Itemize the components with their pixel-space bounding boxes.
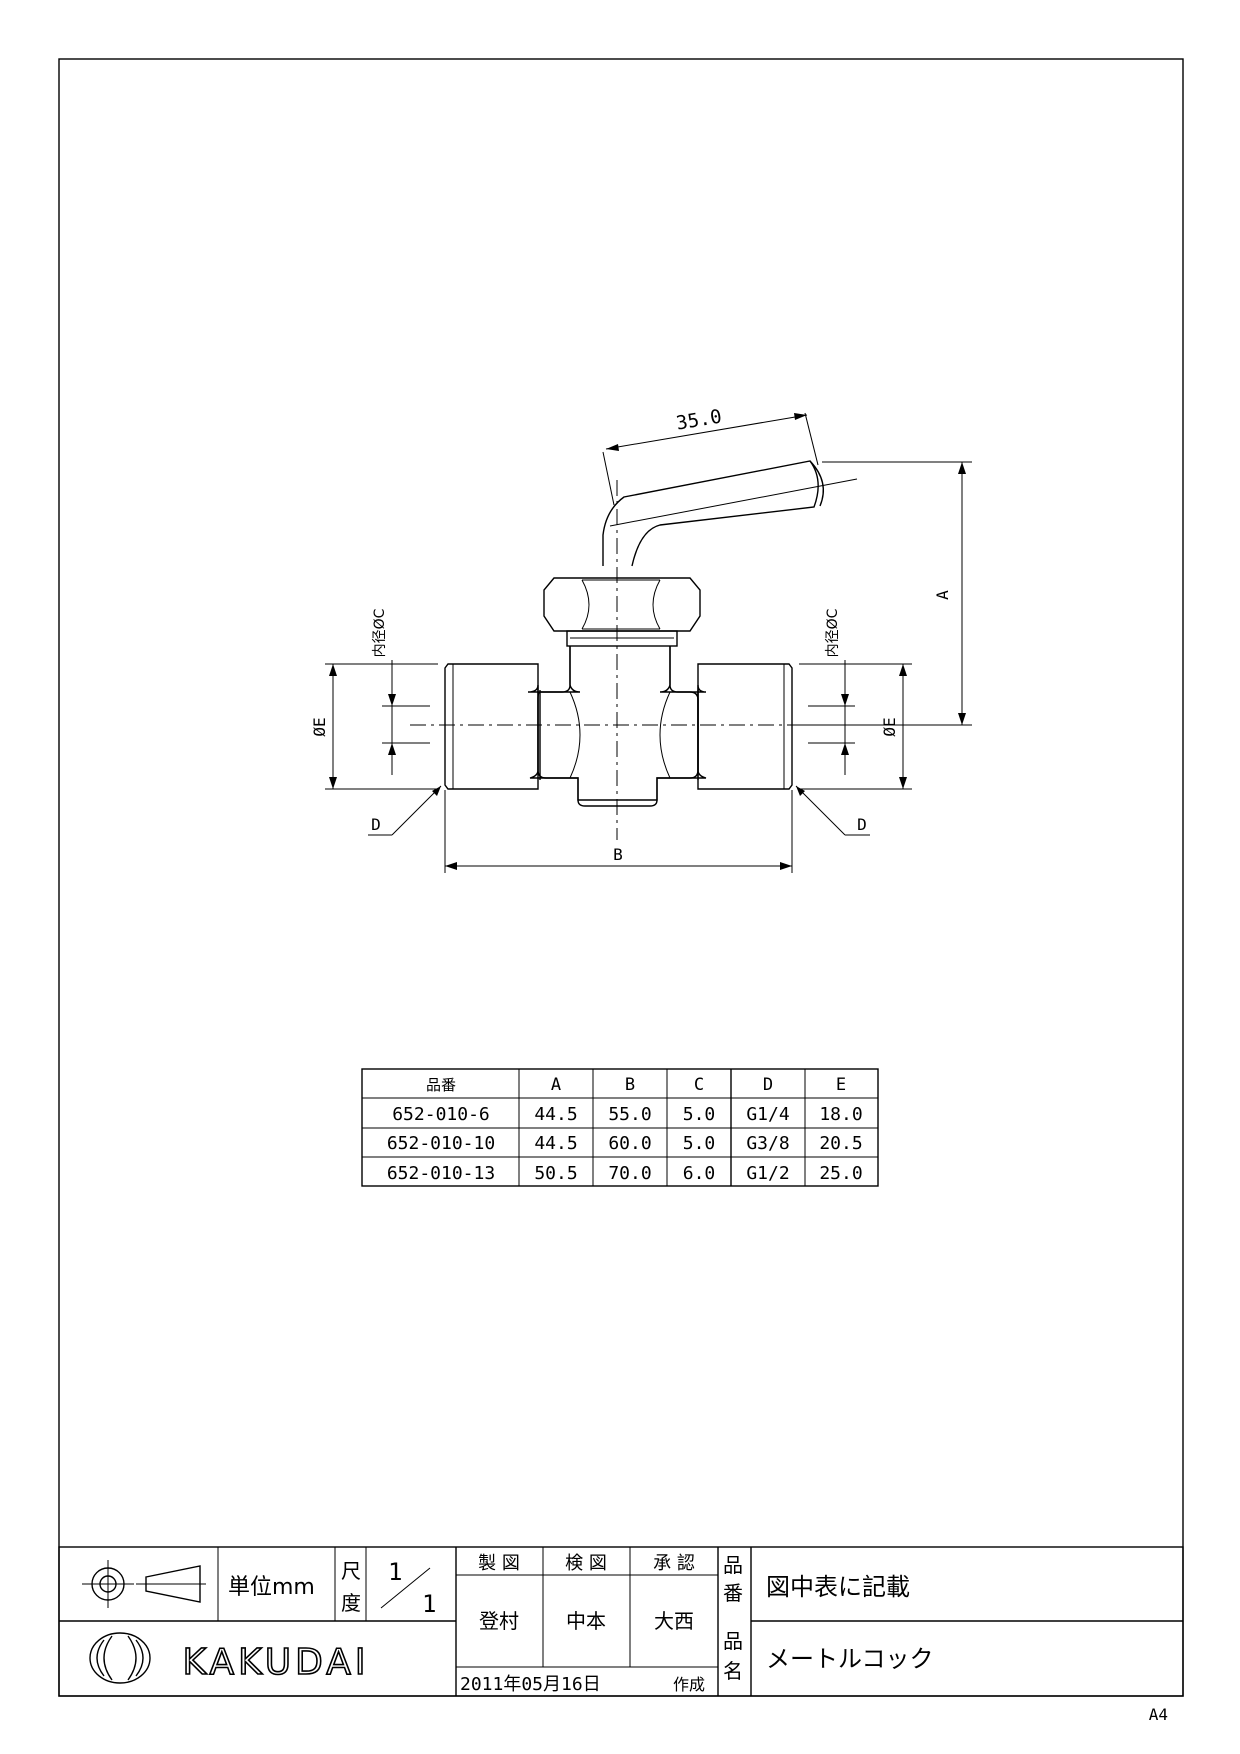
checked-by: 中本 bbox=[566, 1609, 606, 1633]
part-name-label-2: 名 bbox=[723, 1659, 743, 1683]
table-header-cell: C bbox=[694, 1075, 704, 1095]
table-cell: 5.0 bbox=[683, 1104, 716, 1125]
dim-c-left-label: 内径ØC bbox=[372, 608, 388, 657]
right-fitting bbox=[697, 663, 793, 790]
approved-label: 承 認 bbox=[653, 1553, 695, 1574]
handle-lever bbox=[602, 460, 858, 567]
unit-label: 単位mm bbox=[228, 1575, 315, 1600]
dim-c-right-label: 内径ØC bbox=[825, 608, 841, 657]
dim-b: B bbox=[444, 790, 793, 873]
dim-e-right: ØE bbox=[799, 663, 912, 790]
dim-handle-length: 35.0 bbox=[602, 405, 819, 506]
table-cell: 652-010-13 bbox=[387, 1163, 495, 1184]
creation-date: 2011年05月16日 bbox=[460, 1674, 601, 1695]
scale-fraction: 1 1 bbox=[380, 1558, 436, 1618]
table-cell: 44.5 bbox=[534, 1133, 577, 1154]
drawn-label: 製 図 bbox=[478, 1553, 520, 1574]
spec-table: 品番 A B C D E 652-010-6 44.5 55.0 5.0 G1/4 18.0 652-0… bbox=[361, 1068, 879, 1187]
table-cell: 20.5 bbox=[819, 1133, 862, 1154]
checked-label: 検 図 bbox=[565, 1553, 607, 1574]
scale-denominator: 1 bbox=[422, 1590, 436, 1618]
part-no-value: 図中表に記載 bbox=[766, 1573, 910, 1601]
table-cell: 70.0 bbox=[608, 1163, 651, 1184]
left-fitting bbox=[444, 663, 539, 790]
brand-wordmark: KAKUDAI bbox=[183, 1642, 370, 1683]
table-header-cell: D bbox=[763, 1075, 773, 1095]
scale-label-2: 度 bbox=[341, 1591, 361, 1615]
dim-d-left-label: D bbox=[371, 815, 381, 834]
part-name-value: メートルコック bbox=[766, 1645, 934, 1673]
kakudai-logo: KAKUDAI bbox=[89, 1632, 370, 1684]
sheet-border bbox=[58, 58, 1184, 1697]
table-cell: 55.0 bbox=[608, 1104, 651, 1125]
third-angle-projection-icon bbox=[82, 1560, 206, 1608]
dim-d-right: D bbox=[795, 785, 870, 836]
part-no-label-2: 番 bbox=[723, 1581, 743, 1605]
table-cell: 25.0 bbox=[819, 1163, 862, 1184]
table-cell: G1/4 bbox=[746, 1104, 789, 1125]
drawn-by: 登村 bbox=[479, 1609, 519, 1633]
dim-c-right: 内径ØC bbox=[808, 608, 855, 775]
part-name-label-1: 品 bbox=[723, 1629, 743, 1653]
scale-numerator: 1 bbox=[388, 1558, 402, 1586]
approved-by: 大西 bbox=[654, 1609, 694, 1633]
dim-e-right-label: ØE bbox=[880, 717, 899, 736]
valve-drawing: 35.0 A B ØE bbox=[310, 405, 972, 873]
part-no-label-1: 品 bbox=[723, 1553, 743, 1577]
dim-e-left: ØE bbox=[310, 663, 438, 790]
table-header-cell: B bbox=[625, 1075, 635, 1095]
dim-a: A bbox=[790, 461, 972, 726]
dim-c-left: 内径ØC bbox=[372, 608, 430, 775]
created-label: 作成 bbox=[673, 1675, 705, 1694]
table-cell: G3/8 bbox=[746, 1133, 789, 1154]
scale-label-1: 尺 bbox=[341, 1559, 361, 1583]
table-cell: 652-010-10 bbox=[387, 1133, 495, 1154]
table-header-cell: E bbox=[836, 1075, 846, 1095]
table-cell: 5.0 bbox=[683, 1133, 716, 1154]
table-cell: 50.5 bbox=[534, 1163, 577, 1184]
table-cell: 652-010-6 bbox=[392, 1104, 490, 1125]
table-cell: 6.0 bbox=[683, 1163, 716, 1184]
paper-size: A4 bbox=[1149, 1705, 1168, 1724]
table-header-cell: A bbox=[551, 1075, 561, 1095]
dim-a-label: A bbox=[933, 590, 952, 600]
dim-d-left: D bbox=[368, 785, 442, 836]
title-block: 単位mm 尺 度 1 1 製 図 検 図 承 認 登村 中本 大西 2011年0… bbox=[58, 1546, 1184, 1697]
table-cell: G1/2 bbox=[746, 1163, 789, 1184]
table-cell: 18.0 bbox=[819, 1104, 862, 1125]
table-cell: 60.0 bbox=[608, 1133, 651, 1154]
dim-e-left-label: ØE bbox=[310, 717, 329, 736]
dim-b-label: B bbox=[613, 845, 623, 864]
hex-nut bbox=[543, 577, 701, 647]
table-cell: 44.5 bbox=[534, 1104, 577, 1125]
dim-d-right-label: D bbox=[857, 815, 867, 834]
table-header-cell: 品番 bbox=[426, 1076, 456, 1094]
